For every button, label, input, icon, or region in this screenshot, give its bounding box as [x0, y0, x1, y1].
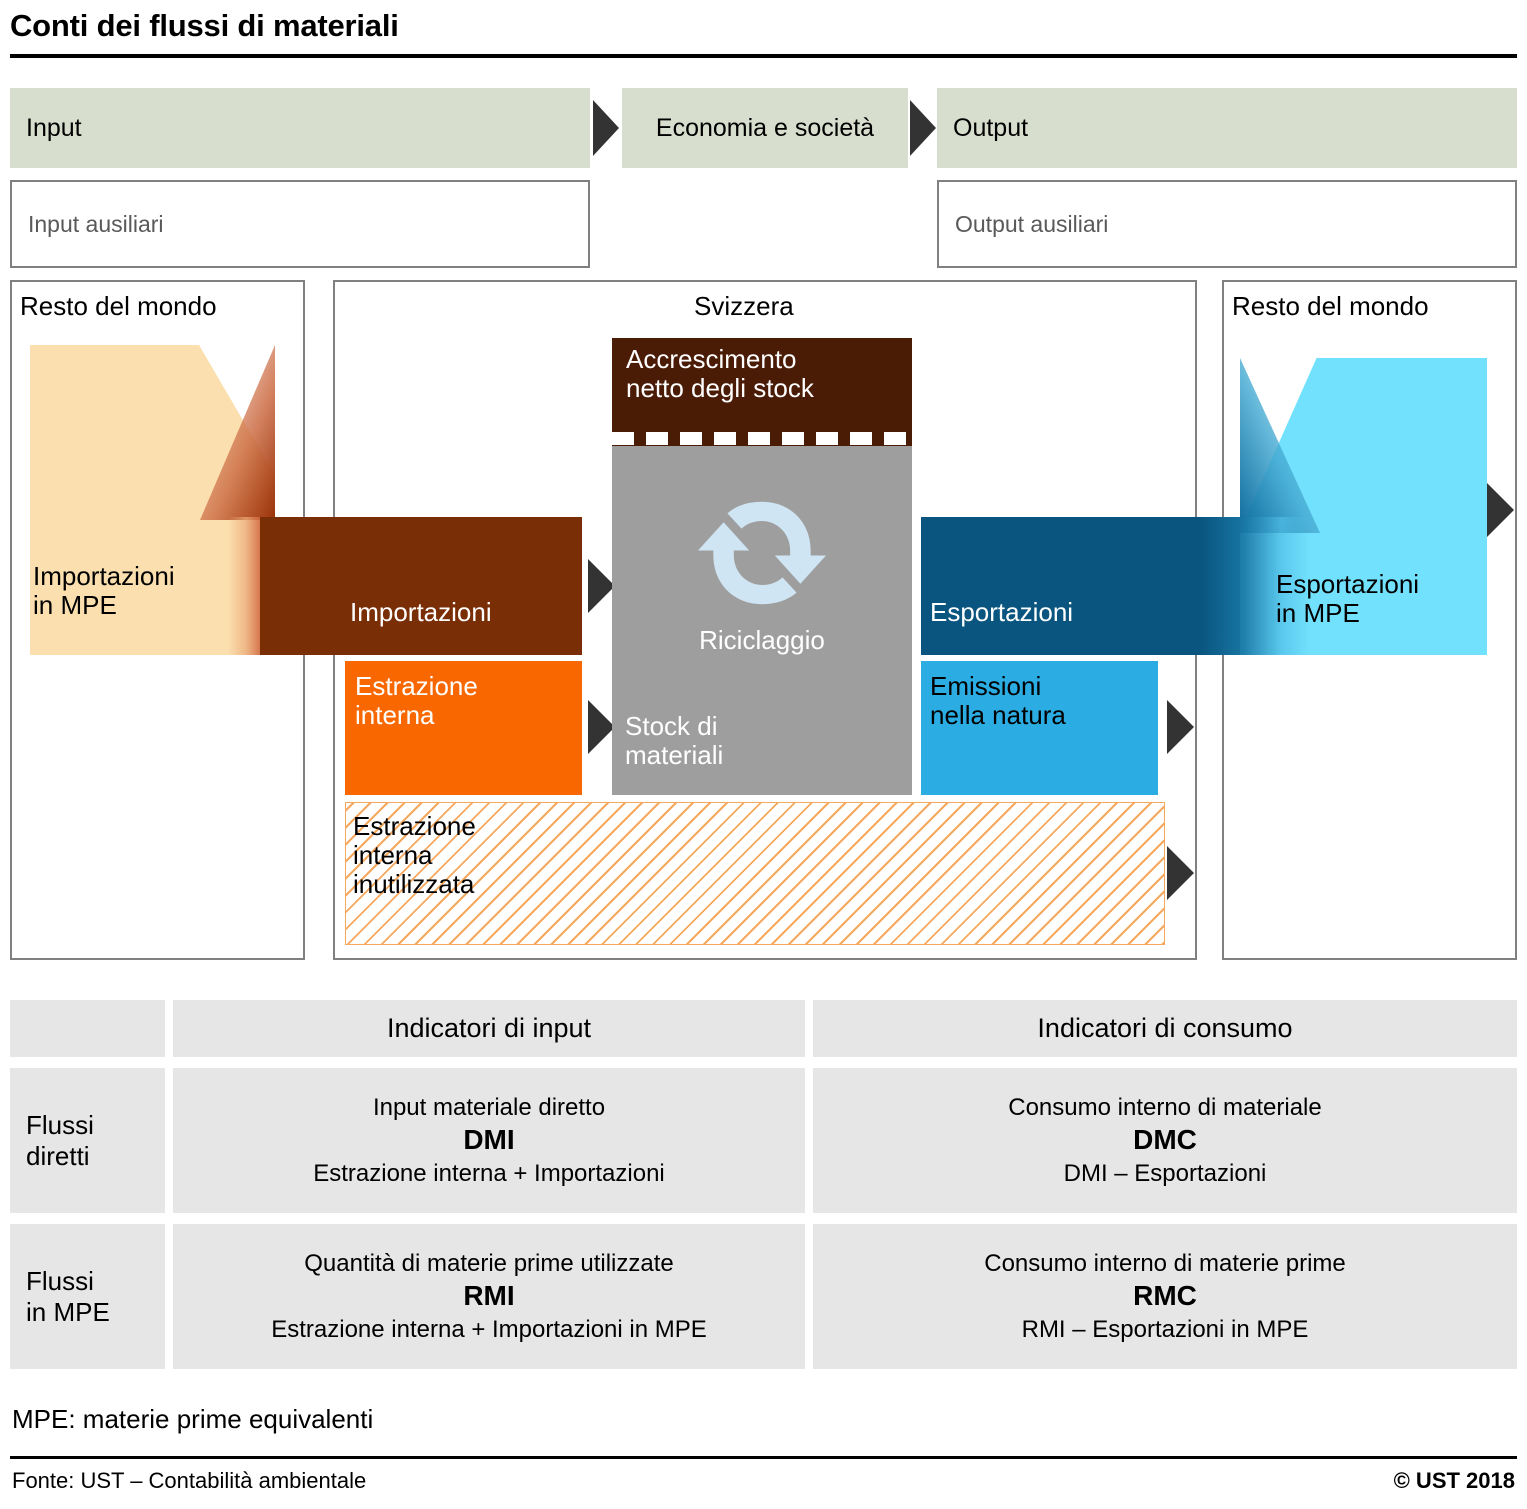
panel-title-switzerland: Svizzera [694, 291, 794, 321]
panel-title-rest-of-world-left: Resto del mondo [20, 291, 217, 321]
page-title: Conti dei flussi di materiali [10, 8, 399, 43]
table-header-corner [10, 1000, 165, 1057]
panel-title-rest-of-world-right: Resto del mondo [1232, 291, 1429, 321]
table-header-consumption-indicators: Indicatori di consumo [813, 1000, 1517, 1057]
header-input-band: Input [10, 88, 590, 168]
header-economy-label: Economia e società [655, 114, 875, 142]
table-row-label-direct-flows: Flussi diretti [10, 1068, 165, 1213]
table-cell-rmi-formula: Estrazione interna + Importazioni in MPE [271, 1315, 707, 1343]
footer-copyright: © UST 2018 [1393, 1468, 1515, 1493]
table-cell-dmi-code: DMI [463, 1124, 515, 1156]
block-emissions [921, 661, 1158, 795]
input-auxiliary-label: Input ausiliari [28, 210, 164, 237]
table-cell-dmc-formula: DMI – Esportazioni [1063, 1159, 1267, 1187]
block-emissions-label: Emissioni nella natura [930, 671, 1066, 731]
table-cell-rmi-code: RMI [463, 1280, 515, 1312]
table-cell-rmc-name: Consumo interno di materie prime [984, 1250, 1346, 1278]
table-cell-rmi-name: Quantità di materie prime utilizzate [304, 1250, 674, 1278]
block-net-stock-growth [612, 338, 912, 446]
recycle-icon [698, 501, 826, 605]
table-cell-dmi-name: Input materiale diretto [372, 1094, 606, 1122]
block-exports [921, 517, 1242, 655]
table-cell-dmc: Consumo interno di materiale DMC DMI – E… [813, 1068, 1517, 1213]
title-divider [10, 54, 1517, 58]
flow-arrow-icon-exports-mpe [1487, 483, 1514, 537]
stock-boundary-dashed-line [612, 432, 912, 445]
header-input-label: Input [26, 113, 82, 142]
output-auxiliary-label: Output ausiliari [955, 210, 1109, 237]
flow-arrow-icon-economy-to-output [910, 100, 936, 156]
table-cell-dmc-name: Consumo interno di materiale [1008, 1094, 1322, 1122]
flow-arrow-icon-emissions [1167, 700, 1194, 754]
output-auxiliary-box: Output ausiliari [937, 180, 1517, 268]
flow-arrow-icon-extraction [588, 700, 615, 754]
table-header-input-indicators-label: Indicatori di input [386, 1013, 592, 1043]
block-imports-label: Importazioni [350, 597, 492, 627]
table-header-consumption-indicators-label: Indicatori di consumo [1037, 1013, 1293, 1043]
table-cell-dmc-code: DMC [1133, 1124, 1197, 1156]
footer-divider [10, 1456, 1517, 1459]
exports-blend-gradient [1200, 517, 1310, 655]
table-cell-dmi-formula: Estrazione interna + Importazioni [313, 1159, 665, 1187]
flow-arrow-icon-unused-extraction [1167, 846, 1194, 900]
block-material-stock-label: Stock di materiali [625, 711, 724, 771]
mpe-note: MPE: materie prime equivalenti [12, 1404, 374, 1434]
table-cell-rmc-formula: RMI – Esportazioni in MPE [1021, 1315, 1309, 1343]
block-net-stock-growth-label: Accrescimento netto degli stock [626, 344, 814, 404]
flow-arrow-icon-input-to-economy [593, 100, 619, 156]
recycling-label: Riciclaggio [699, 625, 825, 655]
table-cell-dmi: Input materiale diretto DMI Estrazione i… [173, 1068, 805, 1213]
header-output-band: Output [937, 88, 1517, 168]
block-imports-mpe-label: Importazioni in MPE [33, 561, 175, 621]
input-auxiliary-box: Input ausiliari [10, 180, 590, 268]
block-unused-domestic-extraction-label: Estrazione interna inutilizzata [353, 811, 476, 900]
table-cell-rmi: Quantità di materie prime utilizzate RMI… [173, 1224, 805, 1369]
footer-source: Fonte: UST – Contabilità ambientale [12, 1468, 367, 1493]
table-header-input-indicators: Indicatori di input [173, 1000, 805, 1057]
block-unused-domestic-extraction [345, 802, 1165, 945]
flow-arrow-icon-imports [588, 559, 615, 613]
header-economy-band: Economia e società [622, 88, 908, 168]
block-exports-label: Esportazioni [930, 597, 1074, 627]
block-domestic-extraction-label: Estrazione interna [355, 671, 478, 731]
table-row-label-rme-flows-text: Flussi in MPE [26, 1265, 110, 1327]
recycling-group: Riciclaggio [612, 488, 912, 656]
table-row-label-rme-flows: Flussi in MPE [10, 1224, 165, 1369]
block-imports [260, 517, 582, 655]
table-cell-rmc: Consumo interno di materie prime RMC RMI… [813, 1224, 1517, 1369]
table-cell-rmc-code: RMC [1133, 1280, 1197, 1312]
block-domestic-extraction [345, 661, 582, 795]
table-row-label-direct-flows-text: Flussi diretti [26, 1109, 94, 1171]
block-exports-mpe-label: Esportazioni in MPE [1276, 569, 1420, 629]
header-output-label: Output [953, 113, 1029, 142]
